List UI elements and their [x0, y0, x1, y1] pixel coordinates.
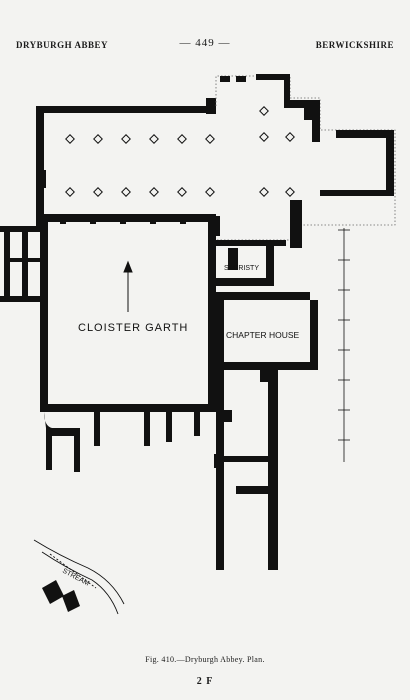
signature-mark: 2 F — [196, 676, 214, 687]
nave-piers — [65, 106, 295, 197]
cloister-garth-label: CLOISTER GARTH — [78, 322, 188, 334]
cloister-walls — [40, 216, 220, 412]
figure-caption: Fig. 410.—Dryburgh Abbey. Plan. — [145, 655, 265, 664]
stream — [33, 539, 125, 615]
running-head-right: BERWICKSHIRE — [315, 40, 394, 50]
east-range — [210, 240, 318, 570]
north-arrow-icon — [123, 260, 133, 312]
south-range — [44, 412, 200, 472]
page-number: — 449 — — [179, 37, 231, 49]
nave-walls — [36, 98, 216, 226]
scale-bar — [338, 228, 350, 462]
mill-buildings — [42, 580, 80, 612]
west-range — [0, 226, 40, 302]
choir-walls — [220, 74, 394, 248]
chapter-house-label: CHAPTER HOUSE — [226, 330, 300, 340]
sacristy-label: SACRISTY — [224, 265, 259, 272]
running-head-left: DRYBURGH ABBEY — [16, 40, 108, 50]
